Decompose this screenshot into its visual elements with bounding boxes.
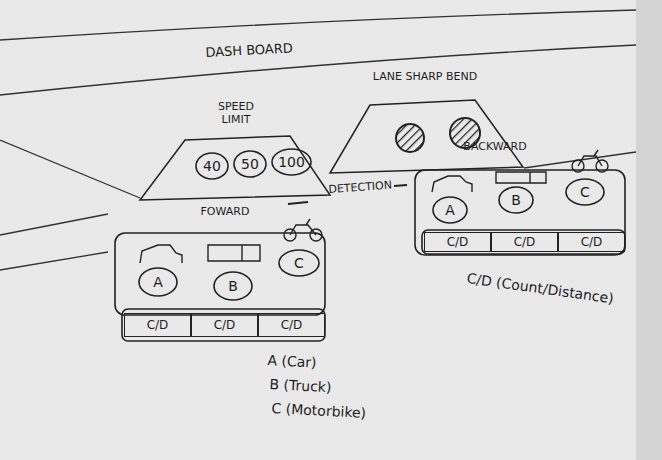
node-text-box: C — [565, 178, 605, 206]
panel-outline — [325, 70, 525, 175]
panel-heading: BACKWARD — [450, 140, 540, 153]
node-text-box: B — [498, 186, 534, 214]
dash-mark — [288, 202, 308, 204]
count-distance-cell: C/D — [558, 232, 625, 252]
dashboard-edge — [0, 10, 636, 40]
node-text-box: A — [138, 267, 178, 297]
truck-icon — [496, 172, 546, 183]
panel-outline — [415, 170, 625, 255]
circle-outline — [196, 153, 228, 179]
circle-outline — [272, 149, 311, 175]
cell-label: C/D — [514, 235, 536, 249]
note: C/D (Count/Distance) — [466, 270, 615, 306]
circle-outline — [499, 187, 533, 213]
circle-label: B — [228, 278, 238, 294]
dashboard-edge — [0, 214, 108, 235]
circle-label: 100 — [278, 154, 305, 170]
sign-panel: LANE SHARP BEND — [325, 70, 525, 175]
section-label: DETECTION — [328, 179, 392, 196]
cell-label: C/D — [147, 318, 169, 332]
indicator-circle: C — [278, 249, 320, 277]
detection-panel: BACKWARD A B C C/D C/D C/D — [410, 140, 635, 260]
node-text-box: C/D — [492, 233, 557, 251]
motorbike-icon — [578, 150, 602, 166]
indicator-circle: A — [138, 267, 178, 297]
indicator-circle: B — [498, 186, 534, 214]
circle-label: A — [445, 202, 455, 218]
node-text-box: B — [213, 271, 253, 301]
circle-label: C — [580, 184, 590, 200]
node-text-box: C/D — [192, 314, 257, 336]
circle-outline — [139, 268, 177, 296]
panel-heading: FOWARD — [185, 205, 265, 218]
count-distance-cell: C/D — [191, 313, 258, 337]
dashboard-edge — [0, 252, 108, 270]
node-text-box: A — [432, 196, 468, 224]
panel-heading: SPEED LIMIT — [210, 100, 262, 126]
circle-label: A — [153, 274, 163, 290]
dash-mark — [394, 185, 407, 186]
count-distance-cell: C/D — [424, 232, 491, 252]
panel-band — [422, 230, 625, 254]
node-text-box: 50 — [233, 150, 267, 178]
circle-label: C — [294, 255, 304, 271]
node-text-box: 100 — [271, 148, 312, 176]
key-note: A (Car) — [267, 352, 317, 371]
dashboard-edge — [0, 45, 636, 95]
circle-outline — [279, 250, 319, 276]
indicator-circle: 40 — [195, 152, 229, 180]
circle-outline — [566, 179, 604, 205]
node-text-box: C — [278, 249, 320, 277]
motorbike-icon — [290, 219, 316, 235]
circle-label: 40 — [203, 158, 221, 174]
detection-panel: FOWARD A B C C/D C/D C/D — [110, 205, 335, 345]
paper-edge — [636, 0, 662, 460]
panel-band — [122, 309, 325, 341]
key-note: B (Truck) — [269, 376, 332, 395]
circle-label: 50 — [241, 156, 259, 172]
car-icon — [140, 245, 182, 263]
dashboard-title: DASH BOARD — [205, 40, 293, 60]
cell-label: C/D — [214, 318, 236, 332]
count-distance-cell: C/D — [258, 313, 325, 337]
sign-panel: SPEED LIMIT 40 50 100 — [140, 100, 335, 200]
circle-label: B — [511, 192, 521, 208]
count-distance-cell: C/D — [124, 313, 191, 337]
panel-heading: LANE SHARP BEND — [350, 70, 500, 83]
node-text-box: C/D — [559, 233, 624, 251]
indicator-circle: C — [565, 178, 605, 206]
node-text-box: C/D — [425, 233, 490, 251]
count-distance-cell: C/D — [491, 232, 558, 252]
panel-outline — [140, 136, 330, 200]
cell-label: C/D — [281, 318, 303, 332]
indicator-circle: 50 — [233, 150, 267, 178]
circle-outline — [214, 272, 252, 300]
indicator-circle: B — [213, 271, 253, 301]
panel-outline — [330, 100, 523, 173]
indicator-circle: A — [432, 196, 468, 224]
truck-icon — [208, 245, 260, 261]
panel-outline — [115, 233, 325, 315]
dashboard-edge — [0, 140, 140, 198]
indicator-circle: 100 — [271, 148, 312, 176]
key-note: C (Motorbike) — [271, 400, 366, 421]
node-text-box: C/D — [125, 314, 190, 336]
car-icon — [432, 176, 472, 192]
cell-label: C/D — [447, 235, 469, 249]
circle-outline — [234, 151, 266, 177]
node-text-box: C/D — [259, 314, 324, 336]
node-text-box: 40 — [195, 152, 229, 180]
circle-outline — [433, 197, 467, 223]
cell-label: C/D — [581, 235, 603, 249]
lane-symbol — [396, 124, 424, 152]
